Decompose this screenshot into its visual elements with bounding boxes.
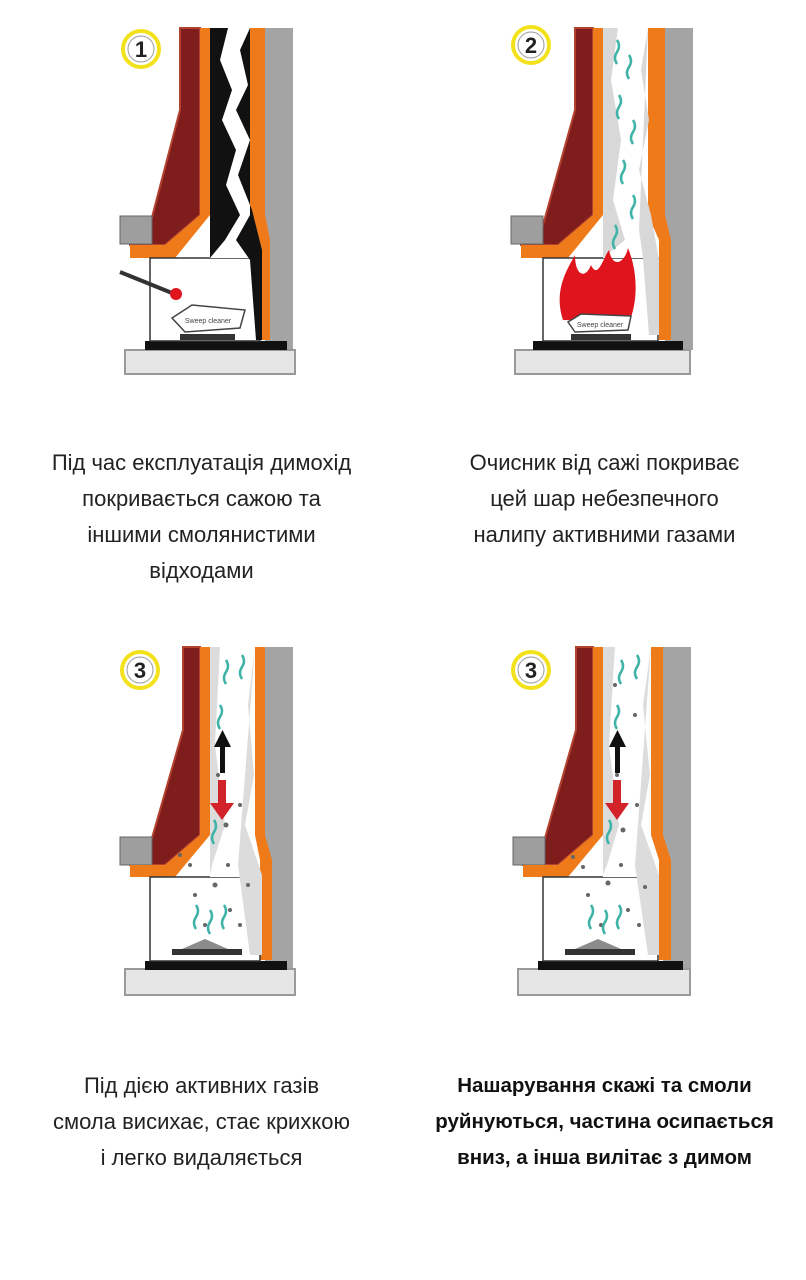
front-liner: [521, 28, 603, 258]
active-gas: [587, 654, 641, 935]
active-gas: [611, 39, 637, 250]
step-3-illustration: 3: [119, 646, 296, 996]
caption-line: вниз, а інша вилітає з димом: [457, 1146, 752, 1169]
mantel-block: [512, 836, 546, 866]
step-4-caption: Нашарування скажі та смоли руйнуються, ч…: [403, 1068, 806, 1176]
cleaner-log-label: Sweep cleaner: [577, 322, 624, 329]
match-stick: [119, 270, 173, 295]
hearth-plate: [145, 961, 287, 970]
soot-layer-left: [603, 28, 625, 258]
back-liner: [651, 647, 671, 960]
hearth-base: [124, 349, 296, 375]
flaking-soot-right: [238, 647, 262, 955]
grate: [180, 334, 235, 340]
mantel-block: [119, 215, 153, 245]
caption-line: і легко видаляється: [100, 1145, 303, 1170]
step-badge-number: 3: [525, 658, 537, 683]
hearth-base: [517, 968, 691, 996]
hearth-plate: [145, 341, 287, 350]
back-liner: [648, 28, 671, 340]
soot-flakes: [571, 683, 647, 927]
caption-line: іншими смолянистими: [87, 522, 316, 547]
caption-line: руйнуються, частина осипається: [435, 1110, 774, 1133]
hearth-plate: [538, 961, 683, 970]
caption-line: Нашарування скажі та смоли: [457, 1074, 752, 1097]
caption-line: смола висихає, стає крихкою: [53, 1109, 350, 1134]
down-arrow: [210, 780, 234, 820]
soot-deposit-left: [210, 28, 240, 258]
down-arrow: [605, 780, 629, 820]
flame: [559, 248, 636, 322]
caption-line: Очисник від сажі покриває: [469, 450, 740, 475]
step-2-illustration: Sweep cleaner 2: [510, 25, 693, 375]
front-liner: [130, 647, 210, 877]
front-liner: [130, 28, 210, 258]
back-liner: [255, 647, 272, 960]
ash-pile: [575, 939, 621, 949]
mantel-block: [119, 836, 153, 866]
caption-line: цей шар небезпечного: [490, 486, 719, 511]
step-badge-number: 2: [525, 33, 537, 58]
mantel-block: [510, 215, 544, 245]
back-liner: [250, 28, 270, 340]
active-gas: [192, 654, 246, 935]
caption-line: Під час експлуатація димохід: [51, 450, 352, 475]
hearth-base: [124, 968, 296, 996]
step-1-caption: Під час експлуатація димохід покриваєтьс…: [0, 445, 403, 589]
soot-deposit-right: [236, 28, 262, 340]
front-liner: [523, 647, 603, 877]
soot-flakes: [178, 773, 250, 927]
flaking-soot-right: [635, 647, 659, 955]
step-2-caption: Очисник від сажі покриває цей шар небезп…: [403, 445, 806, 553]
hearth-base: [514, 349, 691, 375]
match-head: [170, 288, 182, 300]
caption-line: покривається сажою та: [82, 486, 321, 511]
up-arrow: [609, 730, 626, 773]
caption-line: налипу активними газами: [473, 522, 736, 547]
up-arrow: [214, 730, 231, 773]
caption-line: Під дією активних газів: [83, 1073, 320, 1098]
cleaner-log: [170, 304, 246, 333]
caption-line: відходами: [149, 558, 254, 583]
step-4-illustration: 3: [511, 646, 691, 996]
soot-layer-right: [639, 28, 659, 335]
step-badge-number: 3: [134, 658, 146, 683]
grate: [172, 949, 242, 955]
ash-pile: [182, 939, 228, 949]
flaking-soot-left: [603, 647, 619, 875]
step-3-caption: Під дією активних газів смола висихає, с…: [0, 1068, 403, 1176]
grate: [565, 949, 635, 955]
cleaner-log-label: Sweep cleaner: [185, 318, 232, 325]
cleaner-log: [566, 313, 632, 333]
step-badge-number: 1: [135, 37, 147, 62]
step-1-illustration: Sweep cleaner 1: [119, 27, 296, 375]
hearth-plate: [533, 341, 683, 350]
grate: [571, 334, 631, 340]
